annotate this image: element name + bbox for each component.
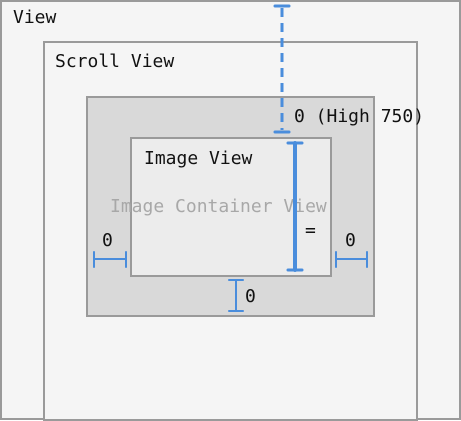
image-container-view-label: Image Container View bbox=[110, 196, 327, 217]
trailing-constraint-marker bbox=[335, 251, 368, 268]
scroll-view-label: Scroll View bbox=[55, 51, 175, 72]
bottom-constraint-label: 0 bbox=[245, 286, 256, 307]
image-view-label: Image View bbox=[144, 148, 253, 169]
constraint-lines bbox=[93, 4, 368, 312]
root-view-label: View bbox=[13, 7, 57, 28]
equal-height-label: = bbox=[305, 220, 316, 241]
equal-height-constraint-marker bbox=[286, 141, 304, 272]
top-constraint-label: 0 (High 750) bbox=[294, 106, 425, 127]
leading-constraint-label: 0 bbox=[102, 230, 113, 251]
image-view bbox=[130, 137, 332, 277]
leading-constraint-marker bbox=[93, 251, 127, 268]
bottom-constraint-marker bbox=[228, 279, 244, 312]
top-constraint-marker bbox=[273, 4, 291, 134]
trailing-constraint-label: 0 bbox=[345, 230, 356, 251]
